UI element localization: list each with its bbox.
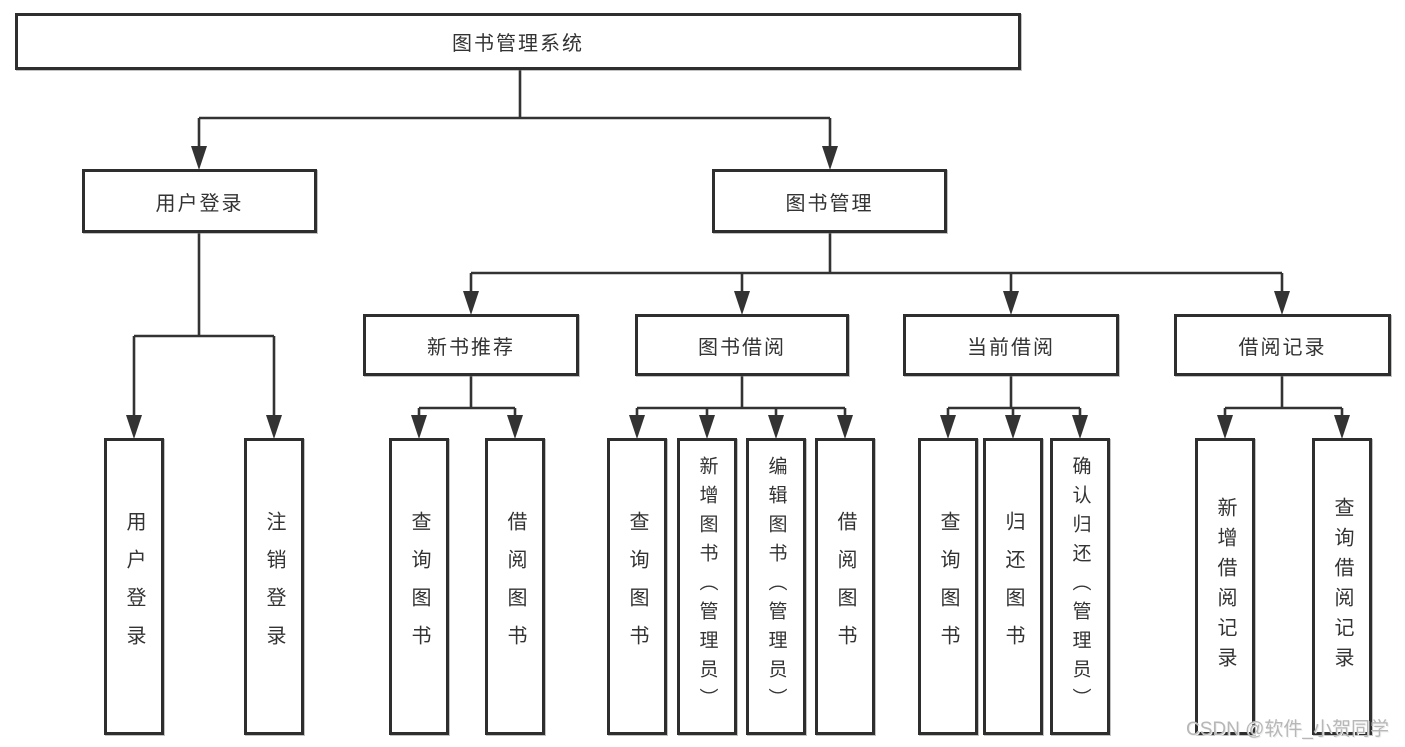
leaf-borrowing-add-book-admin: 新增图书（管理员） [677,438,737,735]
node-label: 查询图书 [408,510,430,663]
leaf-logout-login: 注销登录 [244,438,304,735]
node-borrowing-records: 借阅记录 [1174,314,1391,376]
node-label: 新书推荐 [427,336,515,359]
node-label: 用户登录 [123,510,145,663]
leaf-records-add-borrow-record: 新增借阅记录 [1195,438,1255,735]
node-label: 归还图书 [1002,510,1024,663]
leaf-borrowing-borrow-book: 借阅图书 [815,438,875,735]
node-label: 查询借阅记录 [1331,496,1353,677]
node-label: 图书借阅 [698,336,786,359]
node-label: 借阅图书 [504,510,526,663]
leaf-recommend-query-book: 查询图书 [389,438,449,735]
leaf-current-confirm-return-admin: 确认归还（管理员） [1050,438,1110,735]
node-label: 查询图书 [937,510,959,663]
node-label: 用户登录 [155,192,244,215]
csdn-watermark: CSDN @软件_小贺同学 [1186,719,1389,740]
node-book-management: 图书管理 [712,169,947,233]
leaf-records-query-borrow-record: 查询借阅记录 [1312,438,1372,735]
node-label: 借阅记录 [1238,336,1327,359]
leaf-recommend-borrow-book: 借阅图书 [485,438,545,735]
node-label: 图书管理 [785,192,874,215]
node-label: 图书管理系统 [452,33,584,55]
node-book-borrowing: 图书借阅 [635,314,849,376]
node-label: 查询图书 [626,510,648,663]
node-label: 新增借阅记录 [1214,496,1236,677]
node-label: 借阅图书 [834,510,856,663]
leaf-user-login: 用户登录 [104,438,164,735]
leaf-borrowing-query-book: 查询图书 [607,438,667,735]
node-label: 编辑图书（管理员） [765,456,787,717]
node-label: 当前借阅 [967,336,1055,359]
node-new-book-recommendation: 新书推荐 [363,314,579,376]
node-library-management-system: 图书管理系统 [15,13,1021,70]
leaf-current-query-book: 查询图书 [918,438,978,735]
node-label: 确认归还（管理员） [1069,456,1091,717]
node-label: 新增图书（管理员） [696,456,718,717]
node-user-login-branch: 用户登录 [82,169,317,233]
node-label: 注销登录 [263,510,285,663]
leaf-current-return-book: 归还图书 [983,438,1043,735]
leaf-borrowing-edit-book-admin: 编辑图书（管理员） [746,438,806,735]
node-current-borrowing: 当前借阅 [903,314,1119,376]
